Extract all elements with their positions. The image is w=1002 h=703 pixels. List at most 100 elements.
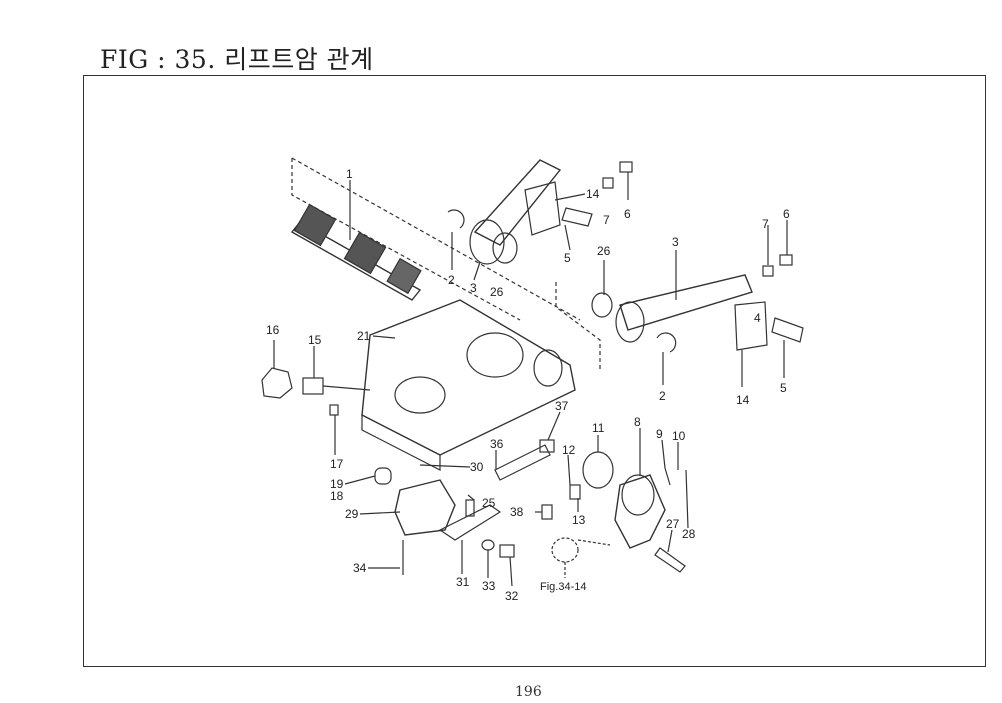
lever-hub	[621, 474, 655, 516]
fitting-stem	[322, 385, 371, 391]
part-label: 15	[308, 333, 322, 347]
housing-base	[361, 414, 441, 471]
figure-title: FIG : 35. 리프트암 관계	[100, 45, 374, 74]
link-block	[734, 301, 768, 351]
leader-line	[667, 529, 673, 553]
fitting	[541, 504, 553, 520]
bolt	[569, 484, 581, 500]
part-label: 26	[490, 285, 504, 299]
part-label: 2	[448, 273, 455, 287]
part-label: 18	[330, 489, 344, 503]
part-label: 1	[346, 167, 353, 181]
pin	[561, 207, 593, 227]
leader-line	[419, 464, 471, 468]
part-label: 5	[564, 251, 571, 265]
pipe	[438, 504, 502, 541]
guide-line	[291, 158, 521, 321]
nut	[619, 161, 633, 173]
part-label: 14	[736, 393, 750, 407]
leader-line	[567, 454, 571, 486]
part-label: 14	[586, 187, 600, 201]
leader-line	[509, 556, 513, 587]
part-label: 3	[470, 281, 477, 295]
snap-ring	[447, 209, 465, 229]
part-label: 5	[780, 381, 787, 395]
ring	[582, 451, 614, 489]
spring	[494, 444, 551, 481]
part-label: 19	[330, 477, 344, 491]
part-label: 7	[762, 217, 769, 231]
leader-line	[467, 494, 475, 501]
part-label: 16	[266, 323, 280, 337]
arm-hub	[615, 301, 645, 343]
lever-arm	[614, 474, 666, 549]
shaft-texture	[343, 231, 387, 275]
leader-line	[359, 511, 401, 515]
part-label: 3	[672, 235, 679, 249]
part-label: 4	[754, 311, 761, 325]
part-label: 7	[603, 213, 610, 227]
washer	[762, 265, 774, 277]
guide-line	[555, 282, 601, 370]
bushing	[591, 292, 613, 318]
part-label: 34	[353, 561, 367, 575]
leader-line	[473, 261, 481, 281]
part-label: 31	[456, 575, 470, 589]
leader-line	[344, 475, 376, 485]
part-label: 38	[510, 505, 524, 519]
washer	[602, 177, 614, 189]
part-label: 6	[783, 207, 790, 221]
knob	[261, 367, 293, 399]
part-label: 17	[330, 457, 344, 471]
leader-line	[661, 439, 666, 469]
leader-line	[564, 224, 571, 251]
fitting	[465, 499, 475, 517]
link-block	[524, 181, 561, 236]
lift-arm-upper	[473, 159, 562, 246]
part-label: 32	[505, 589, 519, 603]
pin	[654, 547, 686, 573]
part-label: 36	[490, 437, 504, 451]
leader-line	[372, 335, 396, 339]
part-label: 2	[659, 389, 666, 403]
fitting	[302, 377, 324, 395]
arm-hub	[469, 219, 505, 265]
part-label: 28	[682, 527, 696, 541]
part-label: 27	[666, 517, 680, 531]
shaft-texture	[293, 203, 337, 247]
part-label: 9	[656, 427, 663, 441]
part-label: 29	[345, 507, 359, 521]
part-labels: 1 2 3 26 5 14 7 6 26 3 7 6 2 14 5 16 15 …	[266, 167, 790, 603]
housing-cylinder	[394, 376, 446, 414]
part-label: 12	[562, 443, 576, 457]
pin	[771, 317, 804, 343]
part-label: 37	[555, 399, 569, 413]
leader-line	[685, 469, 689, 529]
bushing	[492, 232, 518, 264]
bolt	[329, 404, 339, 416]
part-label: 21	[357, 329, 371, 343]
reference-part	[551, 537, 579, 563]
nut	[779, 254, 793, 266]
washer	[481, 539, 495, 551]
part-label: 26	[597, 244, 611, 258]
lift-arm-right	[619, 274, 753, 331]
part-label: 13	[572, 513, 586, 527]
shaft-part	[290, 221, 422, 301]
figure-reference: Fig.34-14	[540, 581, 586, 593]
housing-boss	[533, 349, 563, 387]
guide-line	[291, 157, 581, 321]
part-label: 8	[634, 415, 641, 429]
pin	[664, 467, 671, 486]
part-label: 30	[470, 460, 484, 474]
part-label: 6	[624, 207, 631, 221]
part-label: 25	[482, 496, 496, 510]
diagram-frame	[83, 75, 986, 667]
part-label: 33	[482, 579, 496, 593]
snap-ring	[656, 332, 677, 353]
linework	[261, 157, 804, 587]
housing-cylinder	[466, 332, 524, 378]
part-label: 10	[672, 429, 686, 443]
leader-line	[554, 193, 586, 201]
